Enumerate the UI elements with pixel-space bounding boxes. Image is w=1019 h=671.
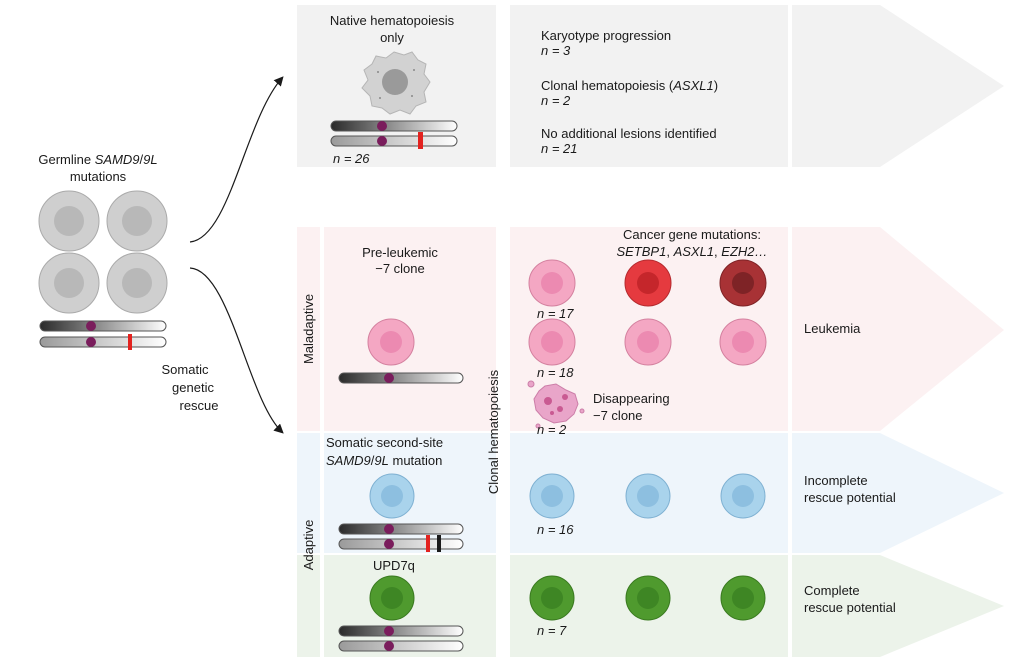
complete-outcome-1: Complete [804, 583, 860, 598]
side-strip-separator [320, 227, 324, 657]
germline-chromosome-pair [39, 320, 167, 350]
native-outcome-1-title: Karyotype progression [541, 28, 671, 43]
preleukemic-chromosome [338, 372, 464, 384]
germline-cell-bottom-right [106, 252, 168, 314]
upd-cell [369, 575, 415, 621]
disappearing-label-2: −7 clone [593, 408, 643, 423]
germline-cell-bottom-left [38, 252, 100, 314]
native-chromosome-pair [330, 120, 458, 149]
blue-cell-b [625, 473, 671, 519]
incomplete-outcome-1: Incomplete [804, 473, 868, 488]
preleukemic-title-2: −7 clone [375, 261, 425, 276]
clonal-side-label: Clonal hematopoiesis [486, 369, 501, 494]
blue-cell-c [720, 473, 766, 519]
maladaptive-divider [788, 227, 792, 431]
maladaptive-side-label: Maladaptive [301, 294, 316, 364]
native-cell [361, 51, 431, 115]
cancer-genes-line-2: SETBP1, ASXL1, EZH2… [616, 244, 767, 259]
preleukemic-title-1: Pre-leukemic [362, 245, 438, 260]
complete-outcome-2: rescue potential [804, 600, 896, 615]
arrow-to-rescue [189, 267, 284, 434]
n2-label: n = 2 [537, 422, 567, 437]
darkred-cell [719, 259, 767, 307]
arrow-to-native [189, 76, 284, 243]
leukemia-outcome: Leukemia [804, 321, 861, 336]
germline-cell-top-left [38, 190, 100, 252]
green-cell-b [625, 575, 671, 621]
upd-title: UPD7q [373, 558, 415, 573]
second-site-cell [369, 473, 415, 519]
germline-cell-top-right [106, 190, 168, 252]
upd-divider [788, 555, 792, 657]
n16-label: n = 16 [537, 522, 574, 537]
n17-label: n = 17 [537, 306, 574, 321]
pink-cell-row2-b [624, 318, 672, 366]
native-right-arrow-band [510, 5, 1004, 167]
green-cell-a [529, 575, 575, 621]
pink-cell-row2-a [528, 318, 576, 366]
second-site-divider [788, 433, 792, 553]
incomplete-outcome-2: rescue potential [804, 490, 896, 505]
native-divider [788, 5, 792, 167]
native-outcome-1-n: n = 3 [541, 43, 571, 58]
rescue-label-1: Somatic [162, 362, 209, 377]
rescue-label-3: rescue [179, 398, 218, 413]
preleukemic-cell [367, 318, 415, 366]
green-cell-c [720, 575, 766, 621]
adaptive-side-label: Adaptive [301, 520, 316, 571]
cancer-genes-line-1: Cancer gene mutations: [623, 227, 761, 242]
upd-chromosome-pair [338, 625, 464, 652]
rescue-label-2: genetic [172, 380, 214, 395]
disappearing-label-1: Disappearing [593, 391, 670, 406]
blue-cell-a [529, 473, 575, 519]
n18-label: n = 18 [537, 365, 574, 380]
second-site-title-2: SAMD9/9L mutation [326, 453, 442, 468]
pink-cell-row2-c [719, 318, 767, 366]
disappearing-cell [527, 380, 585, 429]
second-site-title-1: Somatic second-site [326, 435, 443, 450]
native-outcome-2-n: n = 2 [541, 93, 571, 108]
native-title-1: Native hematopoiesis [330, 13, 455, 28]
n7-label: n = 7 [537, 623, 567, 638]
red-cell [624, 259, 672, 307]
germline-subtitle: mutations [70, 169, 127, 184]
germline-title: Germline SAMD9/9L [38, 152, 157, 167]
second-site-chromosome-pair [338, 523, 464, 552]
native-outcome-3-title: No additional lesions identified [541, 126, 717, 141]
native-title-2: only [380, 30, 404, 45]
native-outcome-3-n: n = 21 [541, 141, 578, 156]
pink-cell-row1 [528, 259, 576, 307]
native-n: n = 26 [333, 151, 370, 166]
native-outcome-2-title: Clonal hematopoiesis (ASXL1) [541, 78, 718, 93]
